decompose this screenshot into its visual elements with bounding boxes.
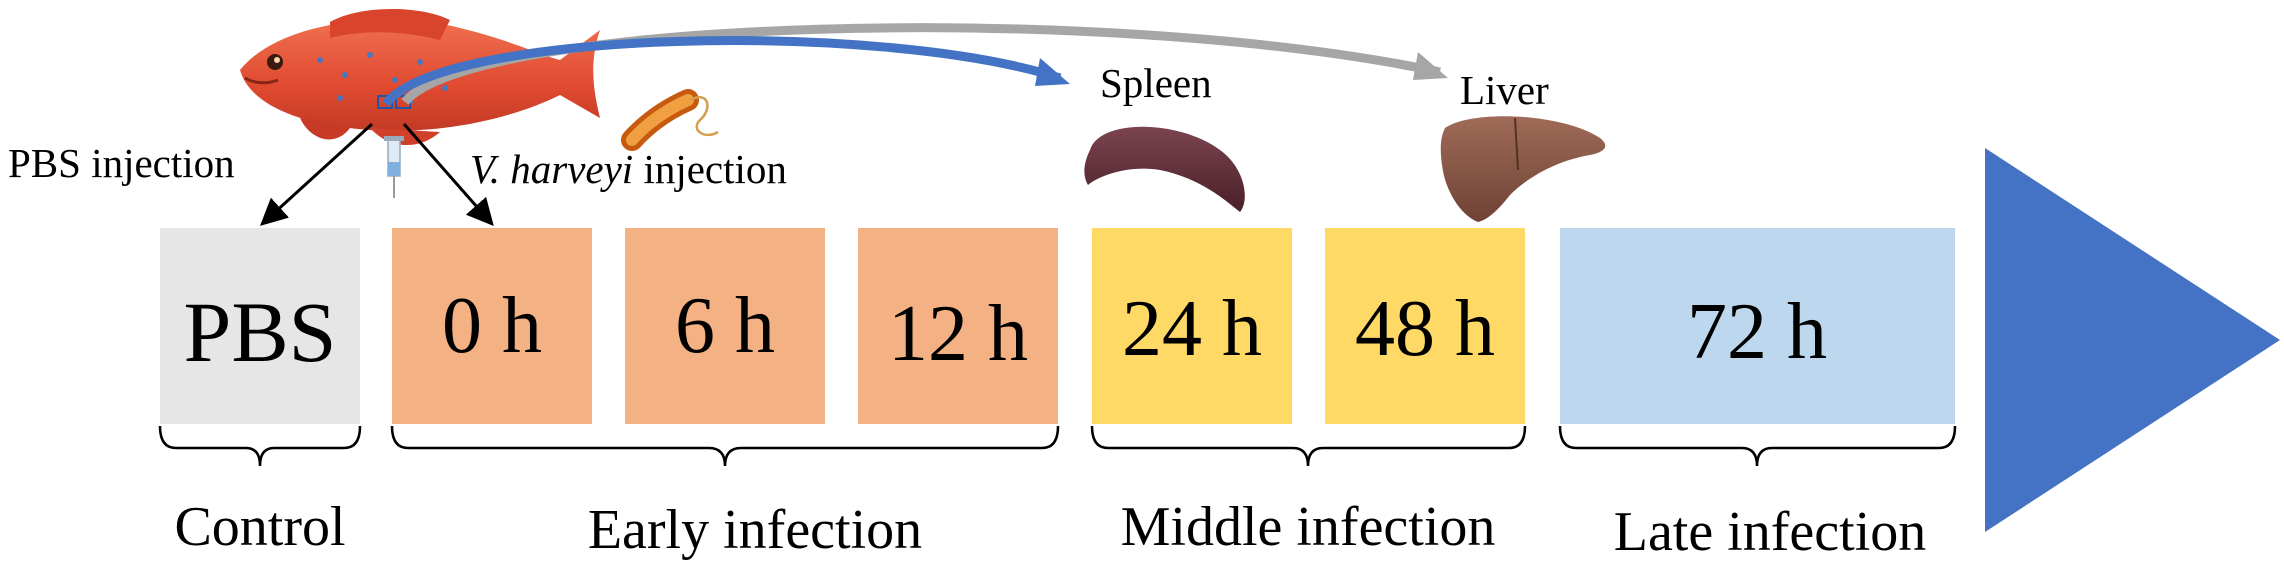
timepoint-box-6h [625, 228, 825, 424]
timeline-arrowhead [1985, 148, 2280, 532]
vibrio-bacterium-icon [621, 89, 719, 151]
grouper-fish-icon [240, 8, 600, 146]
spleen-organ-icon [1084, 126, 1245, 212]
tissue-sampling-arrows [382, 23, 1448, 107]
timepoint-box-48h [1325, 228, 1525, 424]
timepoint-label-48h: 48 h [1355, 285, 1495, 373]
timepoint-box-0h [392, 228, 592, 424]
stage-label-early: Early infection [588, 499, 922, 561]
timepoint-box-12h [858, 228, 1058, 424]
pbs-injection-label: PBS injection [8, 140, 235, 186]
syringe-icon [384, 136, 404, 198]
liver-label: Liver [1460, 67, 1549, 113]
stage-label-middle: Middle infection [1121, 496, 1496, 558]
vharveyi-italic: V. harveyi [470, 146, 633, 192]
vharveyi-rest: injection [633, 146, 787, 192]
timepoint-label-0h: 0 h [442, 282, 542, 370]
brace-middle [1090, 425, 1527, 467]
brace-late [1558, 425, 1957, 467]
timepoint-label-24h: 24 h [1122, 285, 1262, 373]
spleen-label: Spleen [1100, 60, 1212, 106]
stage-label-control: Control [174, 496, 345, 558]
timepoint-label-72h: 72 h [1687, 288, 1827, 376]
timepoint-box-72h [1560, 228, 1955, 424]
timepoint-label-6h: 6 h [675, 282, 775, 370]
liver-organ-icon [1440, 116, 1606, 222]
vharveyi-injection-arrow [402, 123, 494, 227]
timepoint-row: PBS 0 h 6 h 12 h 24 h 48 h 72 h [160, 228, 1955, 424]
timepoint-box-24h [1092, 228, 1292, 424]
stage-label-late: Late infection [1614, 501, 1927, 563]
timepoint-label-pbs: PBS [183, 284, 336, 380]
timepoint-box-pbs [160, 228, 360, 424]
pbs-injection-arrow [260, 122, 374, 226]
stage-braces [158, 425, 1957, 467]
timepoint-label-12h: 12 h [888, 290, 1028, 378]
brace-early [390, 425, 1060, 467]
vharveyi-injection-label: V. harveyi injection [470, 146, 787, 192]
brace-control [158, 425, 362, 467]
